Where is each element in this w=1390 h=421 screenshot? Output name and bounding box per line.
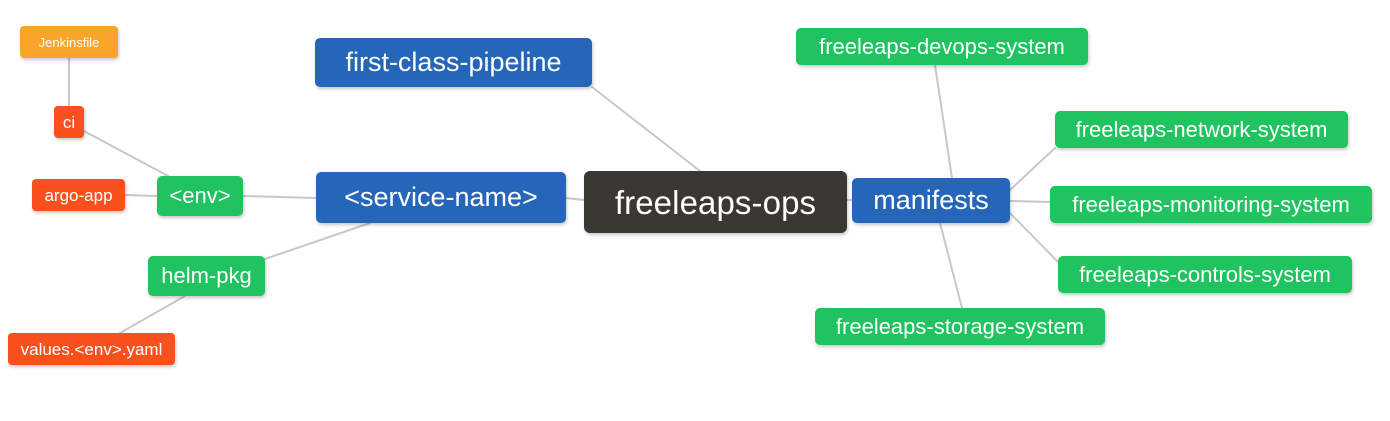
node-helm-pkg[interactable]: helm-pkg: [148, 256, 265, 296]
node-freeleaps-storage-system[interactable]: freeleaps-storage-system: [815, 308, 1105, 345]
node-label: Jenkinsfile: [38, 34, 100, 50]
node-env[interactable]: <env>: [157, 176, 243, 216]
node-label: freeleaps-ops: [614, 183, 817, 221]
node-argo-app[interactable]: argo-app: [32, 179, 125, 211]
node-label: <env>: [169, 183, 231, 208]
node-label: freeleaps-storage-system: [835, 313, 1085, 339]
edge-freeleaps-devops-system-to-manifests: [934, 64, 953, 179]
node-freeleaps-ops[interactable]: freeleaps-ops: [584, 171, 847, 233]
node-freeleaps-controls-system[interactable]: freeleaps-controls-system: [1058, 256, 1352, 293]
edge-ci-to-env: [83, 130, 169, 177]
edge-first-class-pipeline-to-freeleaps-ops: [591, 86, 701, 172]
edge-freeleaps-monitoring-system-to-manifests: [1009, 200, 1051, 203]
edge-helm-pkg-to-service-name: [264, 222, 371, 260]
node-label: <service-name>: [344, 182, 538, 212]
node-label: first-class-pipeline: [345, 47, 562, 77]
node-freeleaps-network-system[interactable]: freeleaps-network-system: [1055, 111, 1348, 148]
node-label: freeleaps-monitoring-system: [1072, 191, 1350, 217]
node-jenkinsfile[interactable]: Jenkinsfile: [20, 26, 118, 58]
edge-freeleaps-network-system-to-manifests: [1009, 147, 1056, 191]
node-label: freeleaps-network-system: [1075, 116, 1328, 142]
node-freeleaps-devops-system[interactable]: freeleaps-devops-system: [796, 28, 1088, 65]
node-manifests[interactable]: manifests: [852, 178, 1010, 223]
edge-argo-app-to-env: [124, 194, 158, 197]
node-label: freeleaps-devops-system: [819, 33, 1065, 59]
node-label: ci: [62, 112, 76, 132]
node-label: helm-pkg: [161, 263, 252, 288]
node-label: values.<env>.yaml: [20, 339, 163, 359]
node-label: manifests: [873, 185, 989, 215]
edge-values-env-yaml-to-helm-pkg: [119, 295, 186, 334]
node-label: argo-app: [44, 185, 113, 205]
edge-service-name-to-freeleaps-ops: [565, 197, 585, 201]
node-label: freeleaps-controls-system: [1079, 261, 1331, 287]
node-values-env-yaml[interactable]: values.<env>.yaml: [8, 333, 175, 365]
node-ci[interactable]: ci: [54, 106, 84, 138]
edge-freeleaps-controls-system-to-manifests: [1009, 212, 1059, 263]
edge-env-to-service-name: [242, 195, 317, 199]
node-first-class-pipeline[interactable]: first-class-pipeline: [315, 38, 592, 87]
node-freeleaps-monitoring-system[interactable]: freeleaps-monitoring-system: [1050, 186, 1372, 223]
edge-freeleaps-storage-system-to-manifests: [939, 222, 963, 309]
node-service-name[interactable]: <service-name>: [316, 172, 566, 223]
